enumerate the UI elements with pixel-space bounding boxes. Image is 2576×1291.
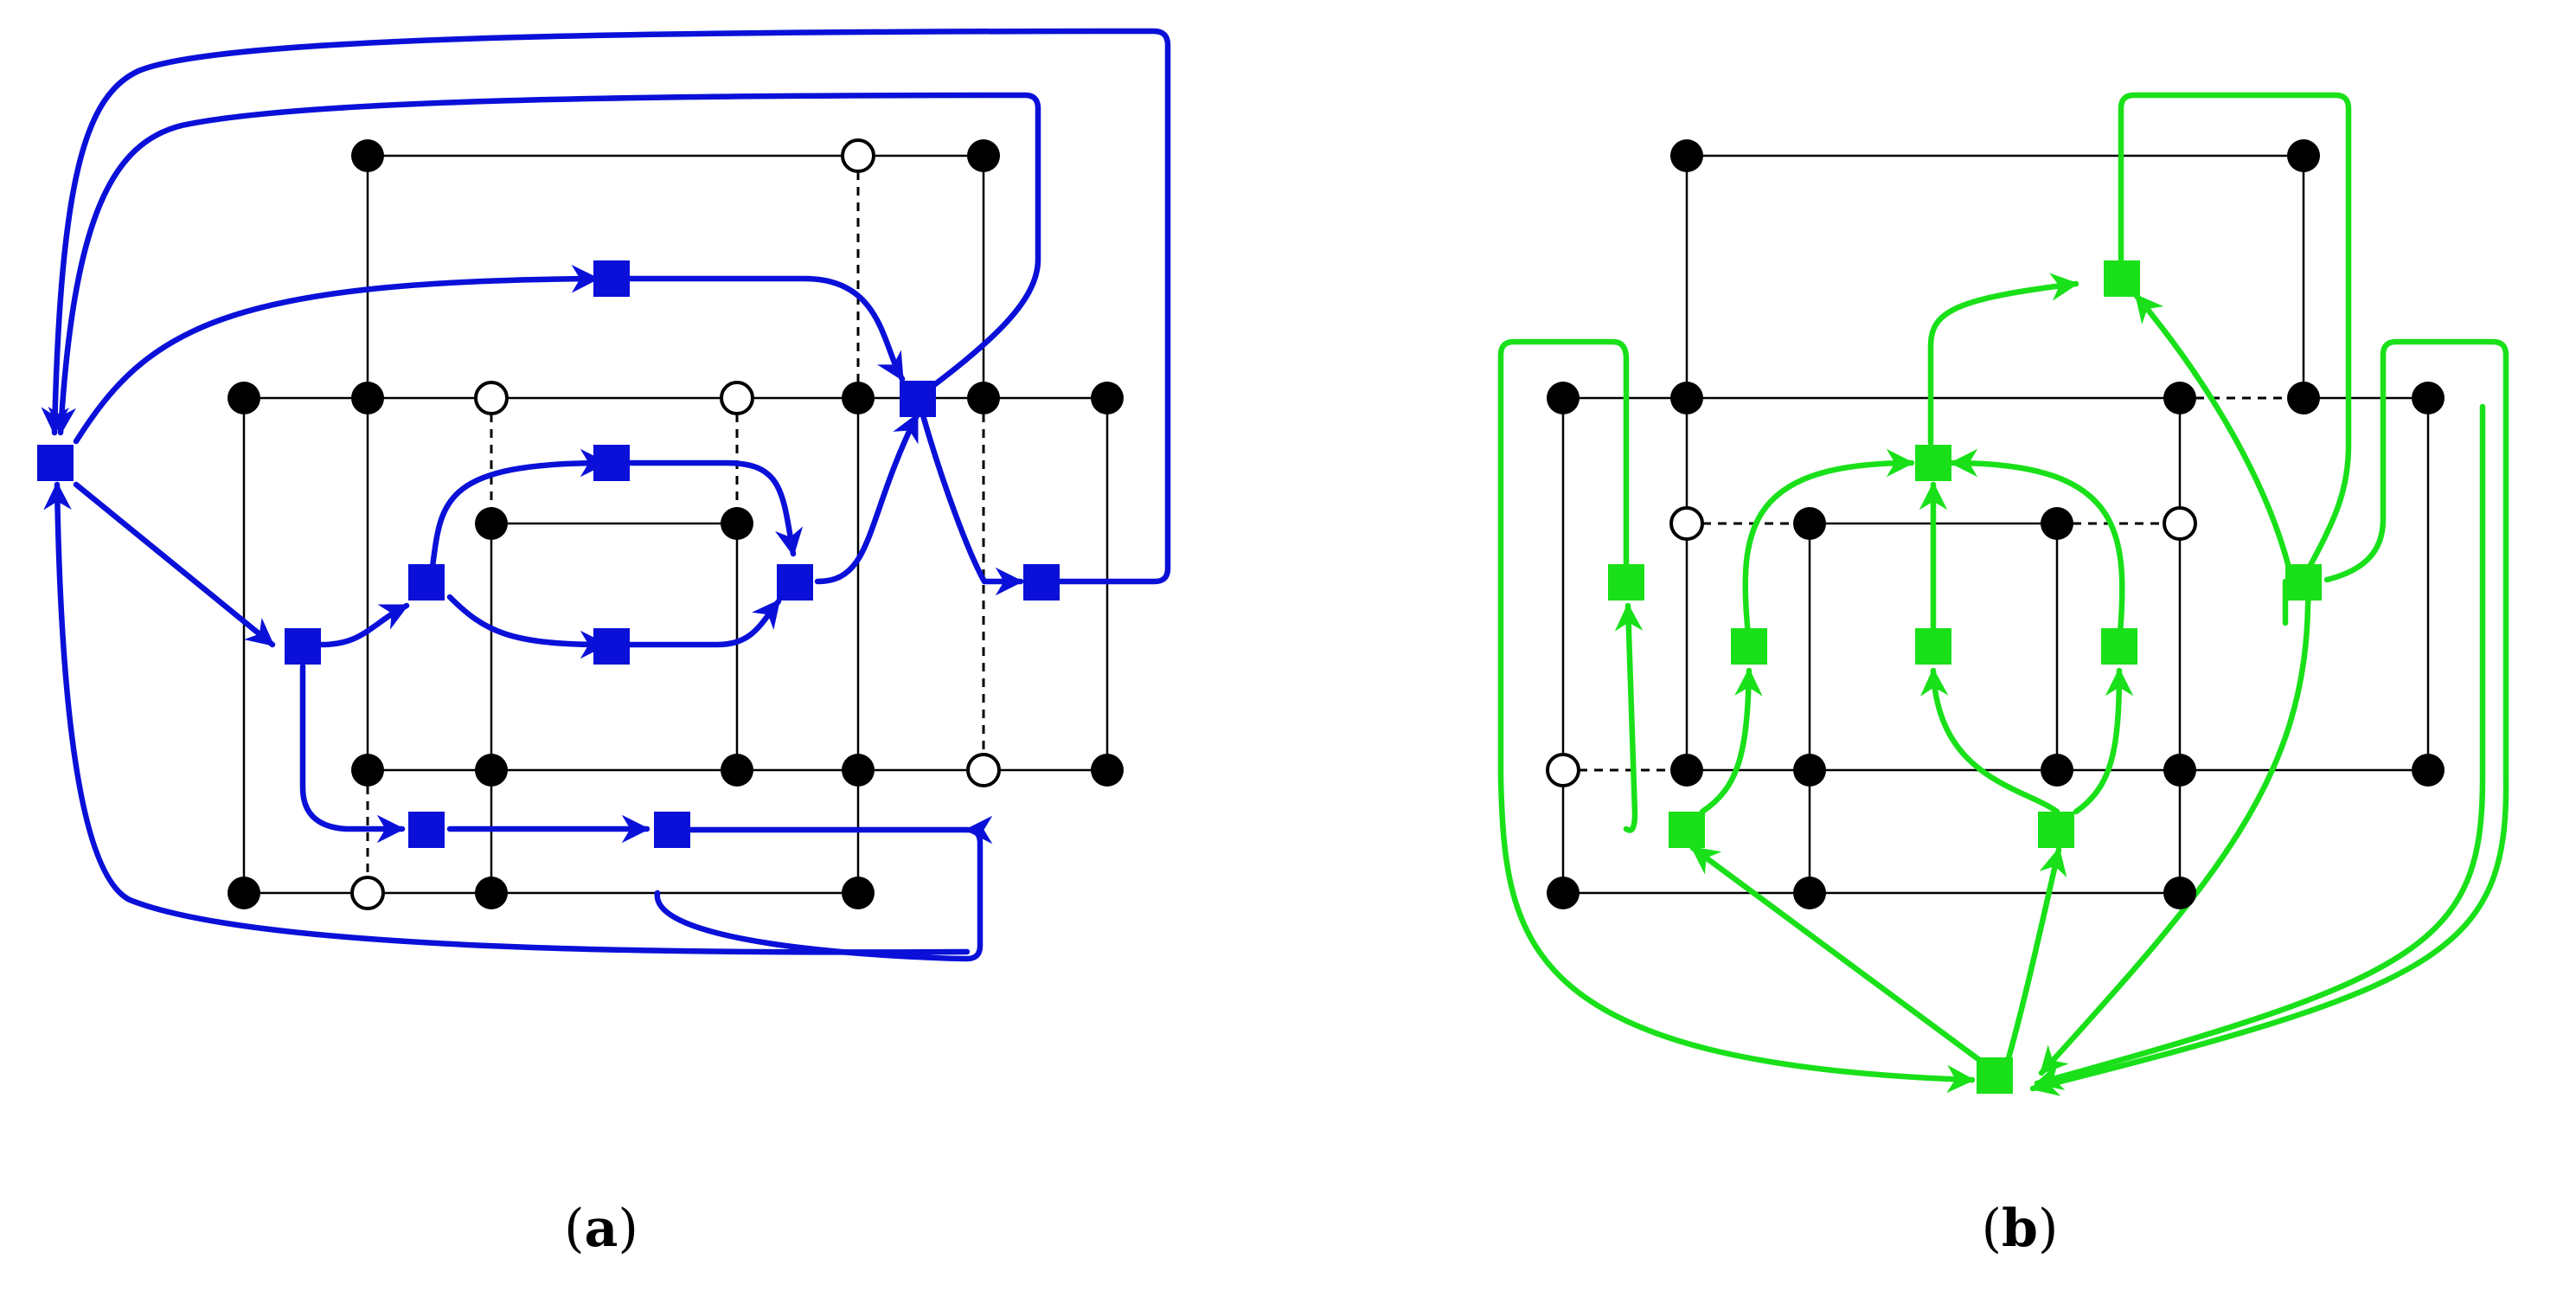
panel-a-caption: (a)	[564, 1198, 638, 1259]
vertex-filled	[1547, 877, 1580, 909]
dual-vertex	[900, 381, 936, 417]
vertex-filled	[1091, 382, 1124, 414]
vertex-filled	[475, 877, 508, 909]
vertex-hollow	[1669, 506, 1704, 541]
dual-vertex	[408, 564, 445, 601]
dual-vertex	[1915, 628, 1951, 665]
dual-vertex	[285, 628, 321, 665]
vertex-filled	[842, 877, 875, 909]
dual-vertex	[1977, 1057, 2013, 1094]
panel-a: (a)	[37, 28, 1171, 1259]
vertex-hollow	[1546, 753, 1580, 787]
vertex-filled	[351, 754, 384, 787]
panel-b-grid-edges	[1561, 154, 2430, 895]
vertex-filled	[2287, 382, 2320, 414]
vertex-filled	[2041, 754, 2073, 787]
vertex-filled	[842, 754, 875, 787]
dual-vertex	[1915, 445, 1951, 481]
dual-vertex	[593, 445, 630, 481]
vertex-filled	[2412, 382, 2445, 414]
vertex-filled	[2287, 139, 2320, 172]
dual-vertex	[408, 812, 445, 848]
dual-vertex	[2101, 628, 2137, 665]
dual-vertex	[593, 628, 630, 665]
vertex-filled	[967, 382, 1000, 414]
dual-vertex	[2038, 812, 2074, 848]
panel-b-caption: (b)	[1982, 1198, 2059, 1259]
vertex-filled	[1793, 754, 1826, 787]
vertex-hollow	[720, 381, 754, 415]
vertex-filled	[842, 382, 875, 414]
vertex-filled	[227, 877, 260, 909]
dual-vertex	[1608, 564, 1644, 601]
dual-vertex	[2104, 260, 2140, 297]
vertex-filled	[1670, 139, 1703, 172]
vertex-hollow	[350, 876, 385, 910]
vertex-filled	[351, 139, 384, 172]
panel-a-dual-vertices	[37, 260, 1060, 848]
vertex-filled	[721, 754, 753, 787]
panel-b-dual-vertices	[1608, 260, 2322, 1094]
dual-vertex	[1023, 564, 1060, 601]
vertex-filled	[721, 507, 753, 540]
vertex-filled	[967, 139, 1000, 172]
dual-vertex	[1669, 812, 1705, 848]
vertex-filled	[1091, 754, 1124, 787]
panel-b-dual-paths	[1497, 92, 2509, 1096]
panel-a-dual-paths	[41, 28, 1171, 962]
vertex-filled	[1670, 382, 1703, 414]
vertex-filled	[351, 382, 384, 414]
vertex-hollow	[966, 753, 1001, 787]
vertex-filled	[2163, 754, 2196, 787]
vertex-filled	[2163, 877, 2196, 909]
dual-vertex	[777, 564, 813, 601]
vertex-filled	[1670, 754, 1703, 787]
dual-vertex	[654, 812, 690, 848]
vertex-filled	[227, 382, 260, 414]
dual-vertex	[593, 260, 630, 297]
vertex-filled	[1793, 507, 1826, 540]
vertex-filled	[2412, 754, 2445, 787]
vertex-hollow	[841, 138, 875, 173]
vertex-filled	[1547, 382, 1580, 414]
panel-b: (b)	[1497, 92, 2509, 1259]
dual-vertex	[37, 445, 74, 481]
vertex-filled	[2163, 382, 2196, 414]
dual-vertex	[1731, 628, 1767, 665]
panel-b-vertices	[1546, 139, 2445, 909]
vertex-hollow	[2163, 506, 2197, 541]
vertex-hollow	[474, 381, 509, 415]
vertex-filled	[1793, 877, 1826, 909]
vertex-filled	[2041, 507, 2073, 540]
dual-vertex	[2285, 564, 2322, 601]
vertex-filled	[475, 754, 508, 787]
panel-a-vertices	[227, 138, 1124, 910]
vertex-filled	[475, 507, 508, 540]
